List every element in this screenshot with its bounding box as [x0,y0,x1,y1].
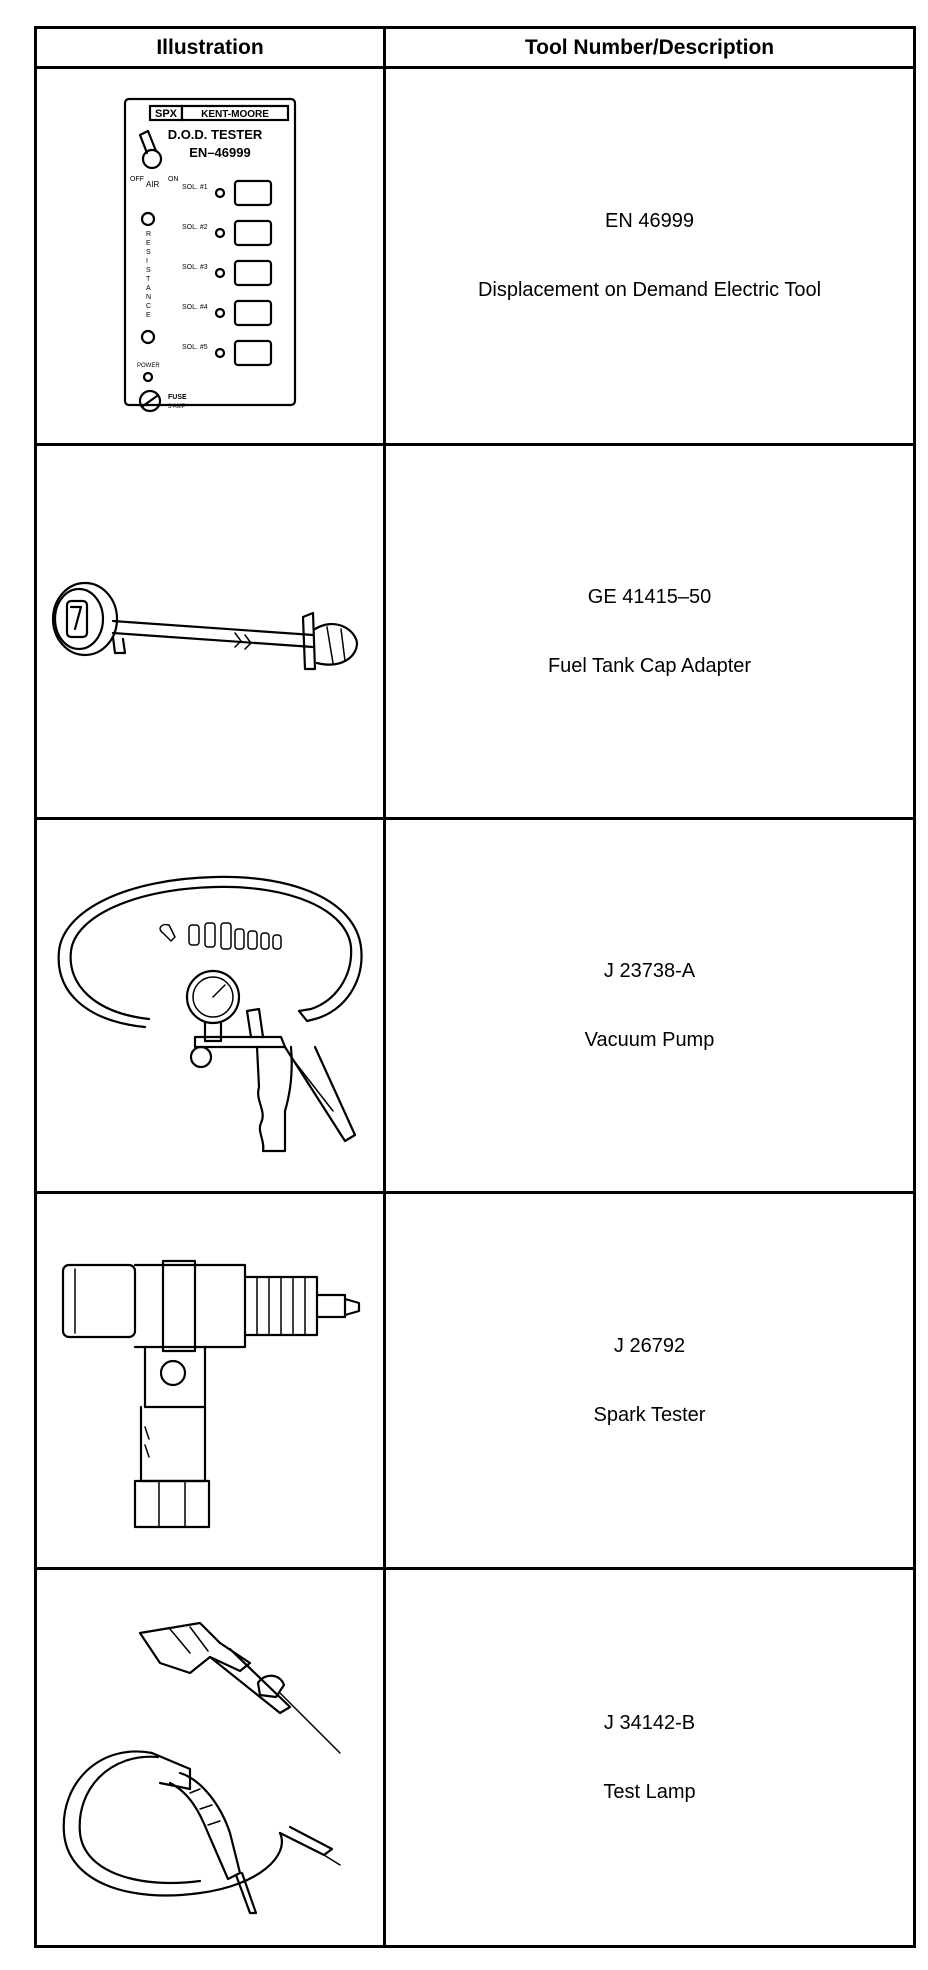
switch-off-label: OFF [130,176,144,183]
description-cell: GE 41415–50 Fuel Tank Cap Adapter [386,446,913,817]
tool-table: Illustration Tool Number/Description SPX… [34,26,916,1948]
brand-label: SPX [155,108,178,120]
power-label: POWER [137,363,160,369]
fuel-tank-cap-adapter-icon [51,581,359,670]
description-cell: J 26792 Spark Tester [386,1194,913,1567]
tool-number: J 26792 [613,1334,686,1357]
test-lamp-icon [62,1621,341,1914]
header-illustration: Illustration [156,35,264,59]
svg-text:SOL. #4: SOL. #4 [182,304,208,311]
solenoid-row: SOL. #1 [182,179,273,207]
description-cell: J 23738-A Vacuum Pump [386,820,913,1191]
table-row: SPX KENT-MOORE D.O.D. TESTER EN–46999 OF… [37,69,913,446]
tool-number: EN 46999 [605,210,694,232]
tool-description: Spark Tester [593,1403,706,1426]
illustration-cell [37,446,383,817]
tester-title: D.O.D. TESTER [168,127,263,142]
tool-description: Test Lamp [603,1780,696,1803]
fuse-label: FUSE [168,394,187,401]
maker-label: KENT-MOORE [201,109,269,120]
amp-label: 3 AMP [168,404,186,410]
illustration-cell [37,820,383,1191]
switch-air-label: AIR [146,180,160,189]
vacuum-pump-icon [57,875,363,1152]
column-divider [383,29,386,1945]
tool-number: GE 41415–50 [587,585,712,608]
tool-number: J 23738-A [603,959,696,982]
illustration-cell [37,1194,383,1567]
tool-description: Fuel Tank Cap Adapter [547,654,752,677]
description-cell: J 34142-B Test Lamp [386,1570,913,1945]
table-row: GE 41415–50 Fuel Tank Cap Adapter [37,446,913,820]
header-tool-number-description: Tool Number/Description [524,35,775,59]
illustration-cell [37,1570,383,1945]
svg-text:SOL. #5: SOL. #5 [182,344,208,351]
table-row: J 26792 Spark Tester [37,1194,913,1570]
solenoid-row: SOL. #5 [182,339,273,367]
svg-text:SOL. #2: SOL. #2 [182,224,208,231]
svg-text:SOL. #3: SOL. #3 [182,264,208,271]
tool-number: J 34142-B [603,1711,696,1734]
table-row: J 23738-A Vacuum Pump [37,820,913,1194]
table-row: J 34142-B Test Lamp [37,1570,913,1945]
tester-model: EN–46999 [189,145,250,160]
description-cell: EN 46999 Displacement on Demand Electric… [386,69,913,443]
adapter-tips [159,921,282,950]
switch-on-label: ON [168,176,179,183]
solenoid-row: SOL. #3 [182,259,273,287]
illustration-cell: SPX KENT-MOORE D.O.D. TESTER EN–46999 OF… [37,69,383,443]
solenoid-row: SOL. #4 [182,299,273,327]
table-header: Illustration Tool Number/Description [37,29,913,69]
solenoid-row: SOL. #2 [182,219,273,247]
svg-text:SOL. #1: SOL. #1 [182,184,208,191]
spark-tester-icon [61,1259,361,1528]
dod-tester-icon: SPX KENT-MOORE D.O.D. TESTER EN–46999 OF… [123,97,297,413]
tool-description: Displacement on Demand Electric Tool [477,279,822,301]
tool-description: Vacuum Pump [584,1028,715,1051]
